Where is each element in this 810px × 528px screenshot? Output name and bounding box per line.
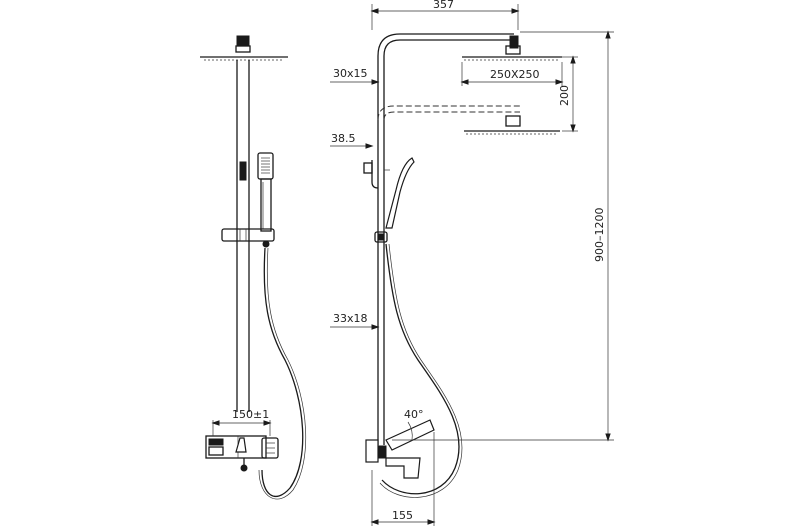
front-hand-shower [257,152,274,232]
side-rain-head-lower [377,105,560,135]
dim-wall-projection: 155 [370,432,436,526]
side-hand-shower [374,157,415,243]
front-mixer-left-outlet [208,438,224,446]
side-holder-bracket [363,160,390,189]
front-diverter-knob [235,437,247,453]
dim-riser-section-label: 33x18 [333,312,368,325]
side-lower-head-block [505,115,521,127]
front-bath-mixer [205,435,279,472]
front-slider-body [221,228,275,242]
dim-slider-offset-label: 38.5 [331,132,356,145]
dim-slider-offset: 38.5 [330,132,374,149]
dim-height-range: 900–1200 [440,30,614,442]
side-arm-lower-outer [377,105,520,121]
side-arm-inner [383,39,514,57]
front-slider-knob [262,240,270,248]
side-slider [374,231,388,243]
front-mixer-lever [261,437,279,459]
side-arm-outer [377,33,514,57]
front-rail-joint [239,161,247,181]
side-mixer-nut [377,445,387,459]
dim-head-drop: 200 [558,55,578,133]
dim-head-size-label: 250X250 [490,68,540,81]
front-mixer-body [205,435,267,459]
front-head-arm-block [235,45,251,53]
front-hose [258,247,307,500]
dim-spout-angle: 40° [392,408,440,441]
dim-mixer-spacing-label: 150±1 [232,408,269,421]
side-mixer-lever [385,419,435,451]
dim-spout-angle-label: 40° [404,408,424,421]
side-rain-head-upper [462,45,562,61]
front-view: 150±1 [200,35,307,500]
front-slider-holder [221,228,275,248]
front-rail [236,60,250,412]
side-arm-lower-inner [383,111,520,121]
front-hand-shower-head [257,152,274,180]
side-view: 40° 357 30x15 38.5 33x18 [330,0,614,526]
front-hand-shower-handle [260,178,272,232]
front-rain-head [200,35,288,61]
side-hand-shower-body [385,157,415,229]
front-mixer-left-cover [208,446,224,456]
dim-head-size: 250X250 [460,62,564,86]
dim-mixer-spacing: 150±1 [211,408,272,436]
side-mixer-spout [385,457,421,479]
dim-rail-section-label: 30x15 [333,67,368,80]
side-bath-mixer [365,419,435,479]
front-head-connector [236,35,250,47]
front-hand-shower-nozzles [261,157,270,174]
side-bracket-clip [363,162,373,174]
dim-wall-projection-label: 155 [392,509,413,522]
dim-width-total: 357 [370,0,520,30]
dim-width-total-label: 357 [433,0,454,11]
dim-height-range-label: 900–1200 [593,208,606,263]
side-riser [377,33,519,445]
side-arm-connector [509,35,519,49]
side-hose [379,243,463,498]
dim-rail-section: 30x15 [330,67,380,85]
side-mixer-wall-block [365,439,379,463]
dim-riser-section: 33x18 [330,312,380,330]
side-head-block [505,45,521,55]
dim-head-drop-label: 200 [558,85,571,106]
